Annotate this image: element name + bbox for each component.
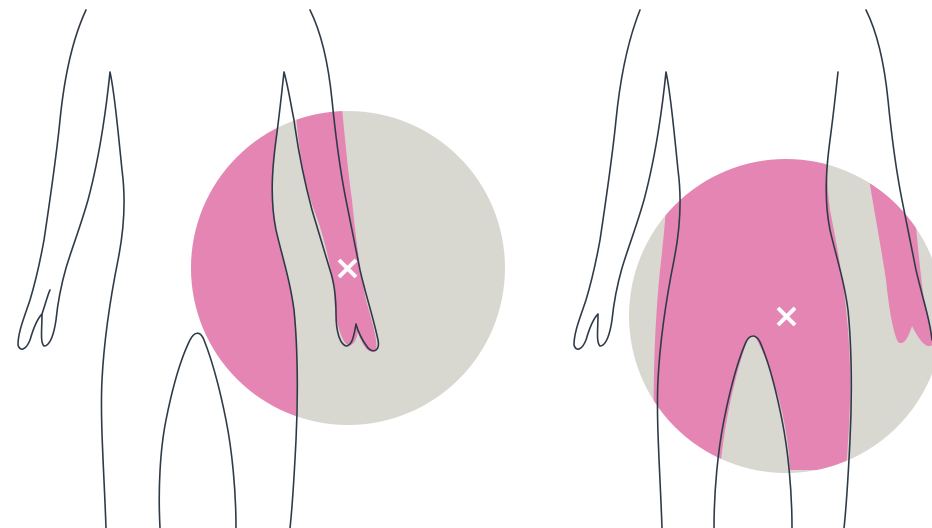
left-figure [18, 10, 505, 528]
right-figure [574, 10, 932, 528]
